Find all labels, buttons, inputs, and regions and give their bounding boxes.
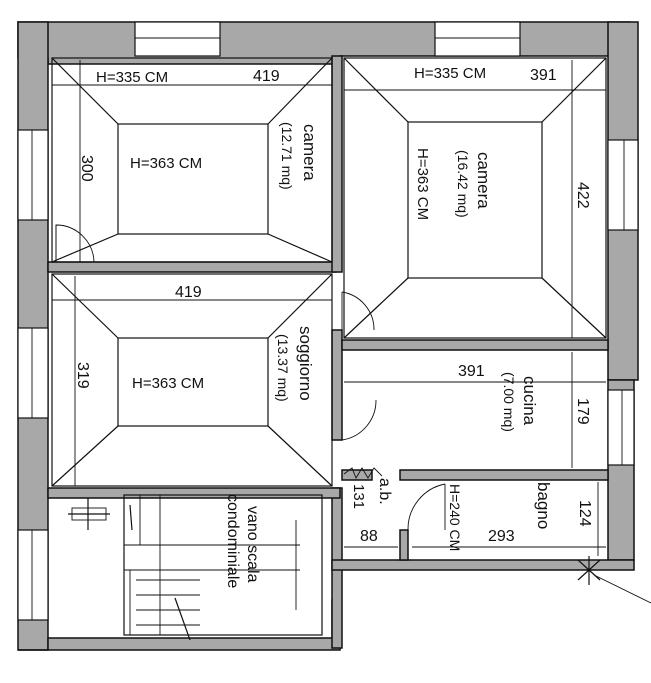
cucina-depth: 179 — [574, 398, 591, 425]
window-top-left — [134, 21, 221, 57]
wall-camera2-bottom — [341, 339, 609, 351]
vault-soggiorno — [51, 273, 333, 487]
door-camera2 — [341, 291, 375, 331]
bagno-depth: 124 — [576, 500, 593, 527]
soggiorno-area: (13.37 mq) — [275, 334, 291, 402]
doors — [55, 224, 446, 531]
soggiorno-name: soggiorno — [296, 326, 315, 401]
bagno-name: bagno — [534, 482, 553, 529]
wall-camera-partition — [331, 55, 343, 273]
wall-camera1-bottom — [47, 261, 337, 273]
ab-depth: 131 — [350, 484, 367, 509]
vault-camera2 — [343, 57, 607, 339]
camera1-height-center: H=363 CM — [130, 155, 202, 172]
window-right-1 — [607, 139, 639, 231]
ab-zigzag — [343, 467, 383, 480]
stair-label-line1: vano scala — [244, 506, 261, 583]
wall-bagno-top — [399, 469, 609, 481]
vault-camera1 — [51, 57, 333, 263]
camera2-name: camera — [474, 152, 493, 209]
ab-name: a.b. — [376, 478, 393, 505]
ab-width: 88 — [360, 528, 378, 545]
window-left-1 — [17, 129, 49, 221]
door-cucina — [341, 399, 377, 441]
camera1-name: camera — [300, 124, 319, 181]
window-left-2 — [17, 327, 49, 419]
camera2-area: (16.42 mq) — [455, 150, 471, 218]
door-camera1 — [55, 224, 95, 263]
soggiorno-width: 419 — [175, 284, 202, 301]
soggiorno-height-center: H=363 CM — [132, 375, 204, 392]
entrance-symbol — [68, 498, 110, 530]
stair-label-line2: condominiale — [224, 494, 241, 588]
window-right-2 — [607, 389, 635, 466]
camera1-height-top: H=335 CM — [96, 69, 168, 86]
camera2-depth: 422 — [574, 182, 591, 209]
camera1-depth: 300 — [78, 155, 95, 182]
bagno-width: 293 — [488, 528, 515, 545]
cucina-area: (7.00 mq) — [501, 372, 517, 432]
windows — [17, 21, 639, 621]
wall-bagno-left — [399, 529, 409, 561]
window-left-3 — [17, 529, 49, 621]
camera1-width: 419 — [253, 68, 280, 85]
dimension-lines — [52, 60, 606, 556]
wall-hall-lower — [331, 329, 343, 441]
window-top-right — [434, 21, 521, 57]
wall-bottom-right — [331, 559, 635, 571]
cucina-width: 391 — [458, 363, 485, 380]
north-mark — [577, 556, 651, 604]
camera2-height-center: H=363 CM — [414, 148, 431, 220]
camera1-area: (12.71 mq) — [279, 122, 295, 190]
soggiorno-depth: 319 — [74, 362, 91, 389]
cucina-name: cucina — [520, 376, 539, 426]
interior-walls — [47, 55, 609, 561]
camera2-width: 391 — [530, 67, 557, 84]
camera2-height-top: H=335 CM — [414, 65, 486, 82]
wall-ab-top — [341, 469, 373, 481]
stairwell — [123, 494, 323, 641]
wall-soggiorno-bottom — [47, 487, 341, 499]
door-bagno — [407, 483, 446, 531]
bagno-height: H=240 CM — [447, 484, 463, 551]
